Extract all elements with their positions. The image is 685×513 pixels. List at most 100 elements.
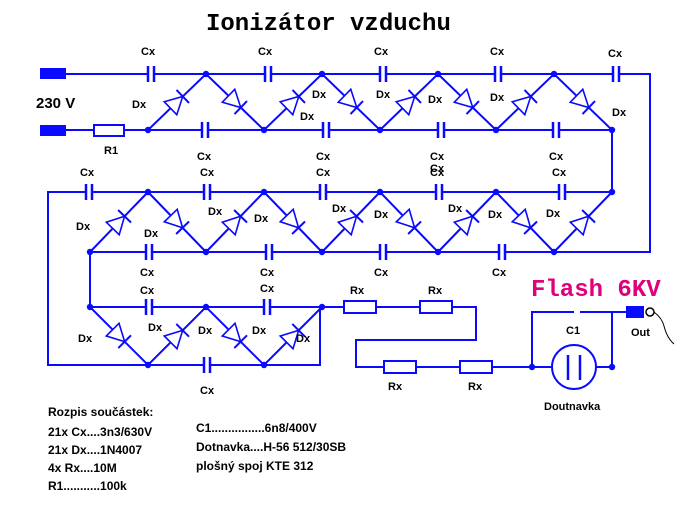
dx-label: Dx bbox=[546, 208, 561, 220]
cx-label: Cx bbox=[140, 267, 155, 279]
diode-dx bbox=[220, 321, 248, 349]
cx-label: Cx bbox=[490, 46, 505, 58]
cx-label: Cx bbox=[258, 46, 273, 58]
stage-1-wires bbox=[66, 72, 651, 253]
cx-label: Cx bbox=[80, 167, 95, 179]
dx-label: Dx bbox=[312, 89, 327, 101]
resistor-rx bbox=[419, 300, 453, 314]
junction-dot bbox=[550, 248, 558, 256]
cx-label: Cx bbox=[374, 46, 389, 58]
junction-dot bbox=[376, 126, 384, 134]
parts-item-r1: R1...........100k bbox=[48, 479, 127, 493]
junction-dot bbox=[260, 361, 268, 369]
capacitor-cx bbox=[378, 66, 388, 82]
diode-dx bbox=[394, 207, 422, 235]
junction-dot bbox=[260, 188, 268, 196]
junction-dots bbox=[86, 70, 616, 371]
dx-label: Dx bbox=[76, 221, 91, 233]
capacitor-cx bbox=[551, 122, 561, 138]
diode-dx bbox=[510, 207, 538, 235]
capacitor-cx bbox=[202, 357, 212, 373]
cx-label: Cx bbox=[608, 48, 623, 60]
resistor-rx bbox=[343, 300, 377, 314]
junction-dot bbox=[202, 303, 210, 311]
dx-label: Dx bbox=[132, 99, 147, 111]
parts-item-dx: 21x Dx....1N4007 bbox=[48, 443, 142, 457]
cx-label: Cx bbox=[316, 151, 331, 163]
capacitor-cx bbox=[497, 244, 507, 260]
diode-dx bbox=[452, 87, 480, 115]
capacitor-cx bbox=[434, 184, 444, 200]
capacitor-cx bbox=[200, 122, 210, 138]
diode-dx bbox=[336, 87, 364, 115]
capacitor-cx bbox=[202, 184, 212, 200]
diode-dx bbox=[220, 87, 248, 115]
diode-dx bbox=[220, 209, 248, 237]
diagram-title: Ionizátor vzduchu bbox=[206, 11, 451, 38]
input-voltage-label: 230 V bbox=[36, 95, 75, 112]
junction-dot bbox=[492, 188, 500, 196]
dx-label: Dx bbox=[332, 203, 347, 215]
diodes bbox=[104, 87, 596, 351]
cx-label: Cx bbox=[430, 167, 445, 179]
parts-title: Rozpis součástek: bbox=[48, 405, 153, 419]
resistor-rx bbox=[459, 360, 493, 374]
capacitor-cx bbox=[318, 184, 328, 200]
rx-label: Rx bbox=[468, 381, 483, 393]
junction-dot bbox=[202, 248, 210, 256]
junction-dot bbox=[202, 70, 210, 78]
parts-item-pcb: plošný spoj KTE 312 bbox=[196, 459, 314, 473]
dx-label: Dx bbox=[488, 209, 503, 221]
resistors-rx bbox=[343, 300, 493, 374]
junction-dot bbox=[492, 126, 500, 134]
dx-label: Dx bbox=[208, 206, 223, 218]
junction-dot bbox=[434, 70, 442, 78]
dx-label: Dx bbox=[376, 89, 391, 101]
output-label: Out bbox=[631, 327, 650, 339]
parts-item-lamp: Dotnavka....H-56 512/30SB bbox=[196, 440, 346, 454]
capacitor-cx bbox=[262, 299, 272, 315]
junction-dot bbox=[318, 303, 326, 311]
dx-label: Dx bbox=[198, 325, 213, 337]
cx-label: Cx bbox=[316, 167, 331, 179]
dx-label: Dx bbox=[296, 333, 311, 345]
capacitor-cx bbox=[557, 184, 567, 200]
cx-label: Cx bbox=[374, 267, 389, 279]
diode-dx bbox=[278, 207, 306, 235]
dx-label: Dx bbox=[428, 94, 443, 106]
capacitors bbox=[84, 66, 621, 373]
junction-dot bbox=[318, 248, 326, 256]
junction-dot bbox=[608, 126, 616, 134]
junction-dot bbox=[144, 361, 152, 369]
junction-dot bbox=[318, 70, 326, 78]
cx-label: Cx bbox=[430, 163, 445, 175]
diode-dx bbox=[162, 323, 190, 351]
resistor-r1 bbox=[93, 124, 125, 137]
cx-label: Cx bbox=[197, 151, 212, 163]
junction-dot bbox=[608, 363, 616, 371]
resistor-rx bbox=[383, 360, 417, 374]
cx-label: Cx bbox=[140, 285, 155, 297]
junction-dot bbox=[608, 188, 616, 196]
dx-label: Dx bbox=[374, 209, 389, 221]
junction-dot bbox=[550, 70, 558, 78]
capacitor-cx bbox=[321, 122, 331, 138]
junction-dot bbox=[144, 188, 152, 196]
diode-dx bbox=[104, 209, 132, 237]
cx-label: Cx bbox=[260, 267, 275, 279]
dx-label: Dx bbox=[78, 333, 93, 345]
diode-dx bbox=[336, 209, 364, 237]
dx-label: Dx bbox=[448, 203, 463, 215]
mains-terminal-top bbox=[40, 68, 66, 79]
rx-label: Rx bbox=[428, 285, 443, 297]
capacitor-cx bbox=[84, 184, 94, 200]
dx-label: Dx bbox=[148, 322, 163, 334]
junction-dot bbox=[86, 303, 94, 311]
parts-item-cx: 21x Cx....3n3/630V bbox=[48, 425, 152, 439]
junction-dot bbox=[528, 363, 536, 371]
cx-label: Cx bbox=[430, 151, 445, 163]
output-section bbox=[531, 306, 675, 390]
capacitor-cx bbox=[264, 244, 274, 260]
